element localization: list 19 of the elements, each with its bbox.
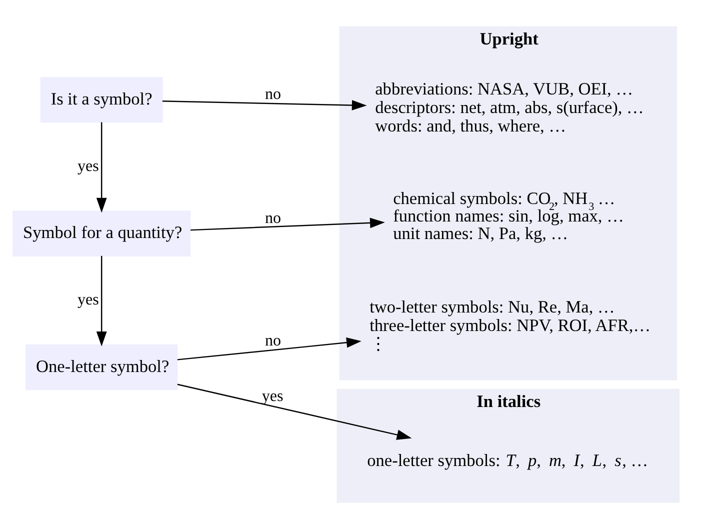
- arrow: [162, 100, 367, 110]
- arrow: [96, 122, 107, 213]
- node-text: abbreviations: NASA, VUB, OEI, … descriptors: net, atm, abs, s(urface), … words: and, thus, where, …: [375, 80, 644, 136]
- arrow: [96, 256, 107, 346]
- edge-label: yes: [77, 158, 99, 175]
- node-box: One-letter symbol?: [25, 344, 178, 390]
- arrow: [177, 384, 412, 440]
- node-text: two-letter symbols: Nu, Re, Ma, … three-letter symbols: NPV, ROI, AFR,… ⋮: [370, 297, 651, 354]
- arrow: [190, 218, 385, 231]
- edge-label: yes: [77, 292, 99, 309]
- edge-label: no: [264, 332, 282, 350]
- node-text: chemical symbols: CO$_{2}$, NH$_{3}$ … function names: sin, log, max, … unit names: N, Pa, kg, …: [393, 189, 624, 243]
- edge-label: no: [264, 210, 282, 227]
- node-text: one-letter symbols: T, p, m, I, L, s, …: [367, 450, 648, 470]
- node-box: Is it a symbol?: [40, 76, 163, 123]
- edge-label: no: [264, 86, 282, 104]
- node-box: Symbol for a quantity?: [12, 210, 191, 256]
- edge-label: yes: [262, 388, 284, 406]
- arrow: [177, 337, 362, 360]
